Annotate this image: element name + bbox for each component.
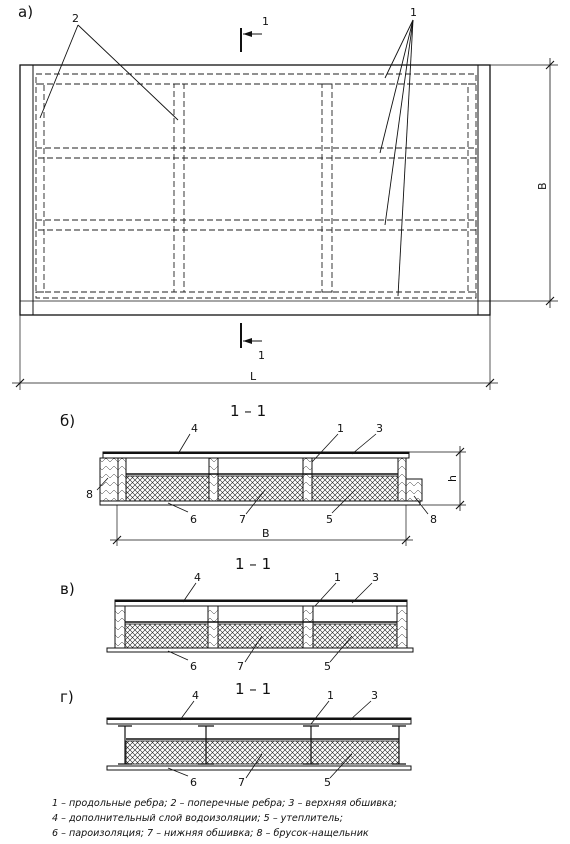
insulation bbox=[124, 621, 398, 649]
edge-batten-left bbox=[99, 457, 119, 502]
callout-1: 1 bbox=[327, 689, 334, 702]
dimension-section-width: B bbox=[110, 505, 413, 546]
callout-1: 1 bbox=[337, 422, 344, 435]
legend-line-1: 1 – продольные ребра; 2 – поперечные реб… bbox=[52, 798, 397, 809]
svg-text:B: B bbox=[262, 527, 270, 540]
view-a-label: а) bbox=[18, 3, 33, 21]
callout-3: 3 bbox=[371, 689, 378, 702]
section-cut-top: 1 bbox=[240, 15, 269, 52]
bottom-skin bbox=[106, 765, 412, 771]
section-g: г) 1 – 1 4 1 3 6 7 5 bbox=[60, 680, 412, 789]
callout-7: 7 bbox=[237, 660, 244, 673]
callout-3: 3 bbox=[372, 571, 379, 584]
dimension-height: h bbox=[409, 446, 466, 511]
section-g-title: 1 – 1 bbox=[235, 680, 271, 698]
callout-2: 2 bbox=[72, 12, 79, 25]
callout-7: 7 bbox=[239, 513, 246, 526]
panel-outline bbox=[19, 64, 491, 316]
callout-7: 7 bbox=[238, 776, 245, 789]
callout-1: 1 bbox=[410, 6, 417, 19]
callout-4: 4 bbox=[192, 689, 199, 702]
callout-5: 5 bbox=[324, 776, 331, 789]
insulation bbox=[125, 738, 400, 765]
callout-4: 4 bbox=[194, 571, 201, 584]
callout-6: 6 bbox=[190, 513, 197, 526]
svg-text:1: 1 bbox=[262, 15, 269, 28]
callout-1: 1 bbox=[334, 571, 341, 584]
legend-line-3: 6 – пароизоляция; 7 – нижняя обшивка; 8 … bbox=[52, 828, 369, 839]
legend-line-2: 4 – дополнительный слой водоизоляции; 5 … bbox=[52, 813, 343, 824]
callout-6: 6 bbox=[190, 660, 197, 673]
svg-text:L: L bbox=[250, 370, 257, 383]
callout-3: 3 bbox=[376, 422, 383, 435]
section-v-title: 1 – 1 bbox=[235, 555, 271, 573]
callout-8-right: 8 bbox=[430, 513, 437, 526]
section-b-title: 1 – 1 bbox=[230, 402, 266, 420]
section-g-label: г) bbox=[60, 688, 74, 706]
callout-5: 5 bbox=[326, 513, 333, 526]
waterproof-layer bbox=[107, 718, 411, 720]
section-b-label: б) bbox=[60, 412, 75, 430]
callout-6: 6 bbox=[190, 776, 197, 789]
section-v: в) 1 – 1 4 1 3 6 7 5 bbox=[60, 555, 414, 673]
waterproof-layer bbox=[115, 600, 407, 602]
section-b: б) 1 – 1 bbox=[60, 402, 466, 546]
edge-batten-right bbox=[405, 478, 423, 502]
svg-text:B: B bbox=[536, 182, 549, 190]
waterproof-layer bbox=[103, 452, 409, 454]
svg-text:h: h bbox=[446, 475, 459, 482]
section-cut-bottom: 1 bbox=[240, 323, 265, 362]
svg-text:1: 1 bbox=[258, 349, 265, 362]
insulation bbox=[125, 473, 399, 502]
callout-5: 5 bbox=[324, 660, 331, 673]
dimension-width: B bbox=[490, 58, 558, 308]
longitudinal-ribs bbox=[35, 73, 477, 299]
dimension-length: L bbox=[12, 315, 498, 390]
callout-8-left: 8 bbox=[86, 488, 93, 501]
bottom-skin bbox=[106, 647, 414, 653]
transverse-ribs bbox=[35, 83, 477, 293]
bottom-skin bbox=[99, 500, 421, 506]
callout-4: 4 bbox=[191, 422, 198, 435]
plan-view: а) 2 1 bbox=[12, 3, 558, 390]
section-v-label: в) bbox=[60, 580, 75, 598]
